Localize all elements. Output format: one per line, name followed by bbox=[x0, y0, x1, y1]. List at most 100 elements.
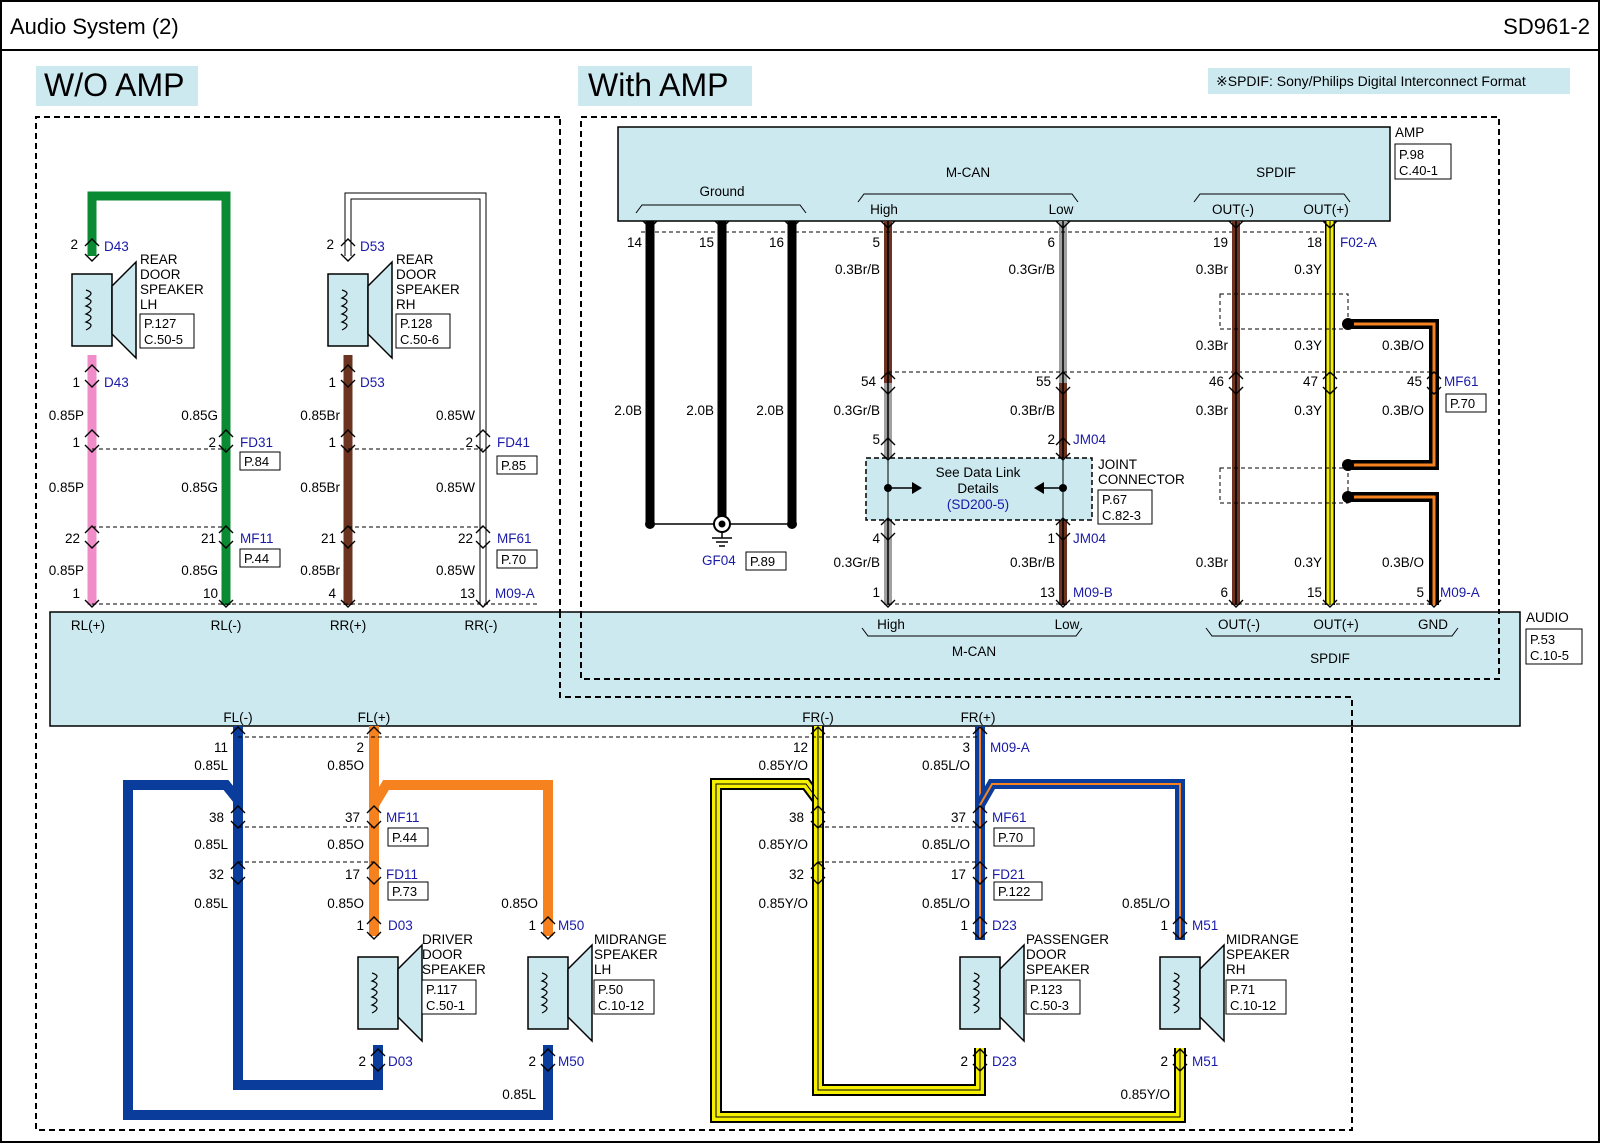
wire-label: 0.85P bbox=[49, 408, 84, 423]
pin-num: 15 bbox=[699, 235, 714, 250]
wire-label: 0.85L bbox=[502, 1087, 536, 1102]
driver-door-speaker bbox=[357, 944, 423, 1042]
conn-m50-top: M50 bbox=[558, 918, 584, 933]
wire-label: 0.3Br bbox=[1196, 338, 1229, 353]
conn-d03-top: D03 bbox=[388, 918, 413, 933]
conn-d03-bottom: D03 bbox=[388, 1054, 413, 1069]
conn-d43-bottom: D43 bbox=[104, 375, 129, 390]
pin-num: 1 bbox=[328, 375, 336, 390]
pin-num: 21 bbox=[321, 531, 336, 546]
pin-num: 13 bbox=[1040, 585, 1055, 600]
spk-label: MIDRANGE bbox=[594, 932, 667, 947]
pin-num: 2 bbox=[960, 1054, 968, 1069]
wire-fr-plus-mid bbox=[975, 779, 1185, 940]
audio-pin-fr-minus: FR(-) bbox=[802, 710, 833, 725]
conn-fd31: FD31 bbox=[240, 435, 273, 450]
audio-ref: P.53 bbox=[1530, 632, 1555, 647]
pin-num: 19 bbox=[1213, 235, 1228, 250]
pin-num: 1 bbox=[72, 375, 80, 390]
pin-num: 2 bbox=[70, 237, 78, 252]
wire-label: 0.85Y/O bbox=[758, 758, 808, 773]
wire-label: 0.3Y bbox=[1294, 403, 1322, 418]
wire-label: 0.85G bbox=[181, 563, 218, 578]
wire-label: 0.3Br/B bbox=[1010, 403, 1055, 418]
wire-label: 0.3Br bbox=[1196, 262, 1229, 277]
wire-label: 0.3Y bbox=[1294, 338, 1322, 353]
wire-label: 0.3Gr/B bbox=[833, 403, 880, 418]
wire-label: 0.85O bbox=[327, 758, 364, 773]
wire-label: 0.85Y/O bbox=[758, 896, 808, 911]
pin-num: 11 bbox=[214, 740, 228, 755]
ref-p122: P.122 bbox=[998, 884, 1030, 899]
pin-num: 4 bbox=[872, 531, 880, 546]
conn-gf04: GF04 bbox=[702, 553, 736, 568]
spk-label: REAR bbox=[396, 252, 434, 267]
wire-label: 0.3Y bbox=[1294, 262, 1322, 277]
pin-num: 2 bbox=[465, 435, 473, 450]
pin-num: 2 bbox=[208, 435, 216, 450]
spk-label: SPEAKER bbox=[594, 947, 658, 962]
amp-spdif-label: SPDIF bbox=[1256, 165, 1296, 180]
spk-label: SPEAKER bbox=[1026, 962, 1090, 977]
wo-amp-box bbox=[35, 116, 1353, 1131]
audio-pin-rr-minus: RR(-) bbox=[465, 618, 498, 633]
pin-num: 21 bbox=[201, 531, 216, 546]
spk-label: DOOR bbox=[396, 267, 437, 282]
midrange-speaker-lh bbox=[527, 944, 593, 1042]
pin-num: 5 bbox=[1416, 585, 1424, 600]
joint-see-link[interactable]: (SD200-5) bbox=[947, 497, 1009, 512]
conn-jm04-bottom: JM04 bbox=[1073, 531, 1107, 546]
spk-label: SPEAKER bbox=[422, 962, 486, 977]
joint-name: JOINT bbox=[1098, 457, 1137, 472]
wire-label: 2.0B bbox=[686, 403, 714, 418]
spk-ref: P.71 bbox=[1230, 982, 1255, 997]
ref-p85: P.85 bbox=[501, 458, 526, 473]
wire-label: 0.85L/O bbox=[1122, 896, 1170, 911]
spk-label: DOOR bbox=[422, 947, 463, 962]
wire-rl-minus-green bbox=[87, 191, 231, 605]
pin-num: 46 bbox=[1209, 374, 1224, 389]
joint-connector-box bbox=[865, 457, 1093, 521]
conn-d43-top: D43 bbox=[104, 239, 129, 254]
conn-m09a-amp: M09-A bbox=[1440, 585, 1480, 600]
ref-p44: P.44 bbox=[392, 830, 417, 845]
pin-num: 1 bbox=[72, 586, 80, 601]
spk-label: RH bbox=[396, 297, 416, 312]
wire-label: 0.3Y bbox=[1294, 555, 1322, 570]
section-label-bg bbox=[36, 66, 198, 106]
pin-num: 4 bbox=[328, 586, 336, 601]
conn-mf11: MF11 bbox=[240, 531, 274, 546]
pin-num: 38 bbox=[209, 810, 224, 825]
wire-fl-plus-orange-mid bbox=[369, 780, 553, 936]
audio-pin-fl-plus: FL(+) bbox=[358, 710, 391, 725]
audio-pin-low: Low bbox=[1055, 617, 1080, 632]
pin-num: 1 bbox=[1160, 918, 1168, 933]
pin-num: 45 bbox=[1407, 374, 1422, 389]
conn-mf11-front: MF11 bbox=[386, 810, 420, 825]
conn-d53-bottom: D53 bbox=[360, 375, 385, 390]
pin-num: 17 bbox=[345, 867, 360, 882]
amp-pin-low: Low bbox=[1049, 202, 1074, 217]
audio-pin-rl-minus: RL(-) bbox=[211, 618, 242, 633]
audio-conn: C.10-5 bbox=[1530, 648, 1569, 663]
wire-label: 0.85P bbox=[49, 563, 84, 578]
wire-label: 0.85W bbox=[436, 563, 475, 578]
pin-num: 1 bbox=[872, 585, 880, 600]
conn-m51-bottom: M51 bbox=[1192, 1054, 1218, 1069]
pin-num: 1 bbox=[528, 918, 536, 933]
spk-ref: P.50 bbox=[598, 982, 623, 997]
section-wo-amp: W/O AMP bbox=[44, 67, 184, 103]
wire-label: 2.0B bbox=[756, 403, 784, 418]
pin-num: 54 bbox=[861, 374, 877, 389]
spk-label: SPEAKER bbox=[396, 282, 460, 297]
pin-num: 55 bbox=[1036, 374, 1051, 389]
pin-num: 5 bbox=[872, 235, 880, 250]
pin-num: 15 bbox=[1307, 585, 1322, 600]
pin-num: 47 bbox=[1303, 374, 1318, 389]
wire-label: 0.85Y/O bbox=[758, 837, 808, 852]
rear-door-speaker-lh bbox=[71, 261, 137, 359]
wire-label: 0.3Br bbox=[1196, 403, 1229, 418]
spdif-note: ※SPDIF: Sony/Philips Digital Interconnec… bbox=[1216, 73, 1526, 89]
pin-num: 37 bbox=[951, 810, 966, 825]
conn-jm04-top: JM04 bbox=[1073, 432, 1107, 447]
